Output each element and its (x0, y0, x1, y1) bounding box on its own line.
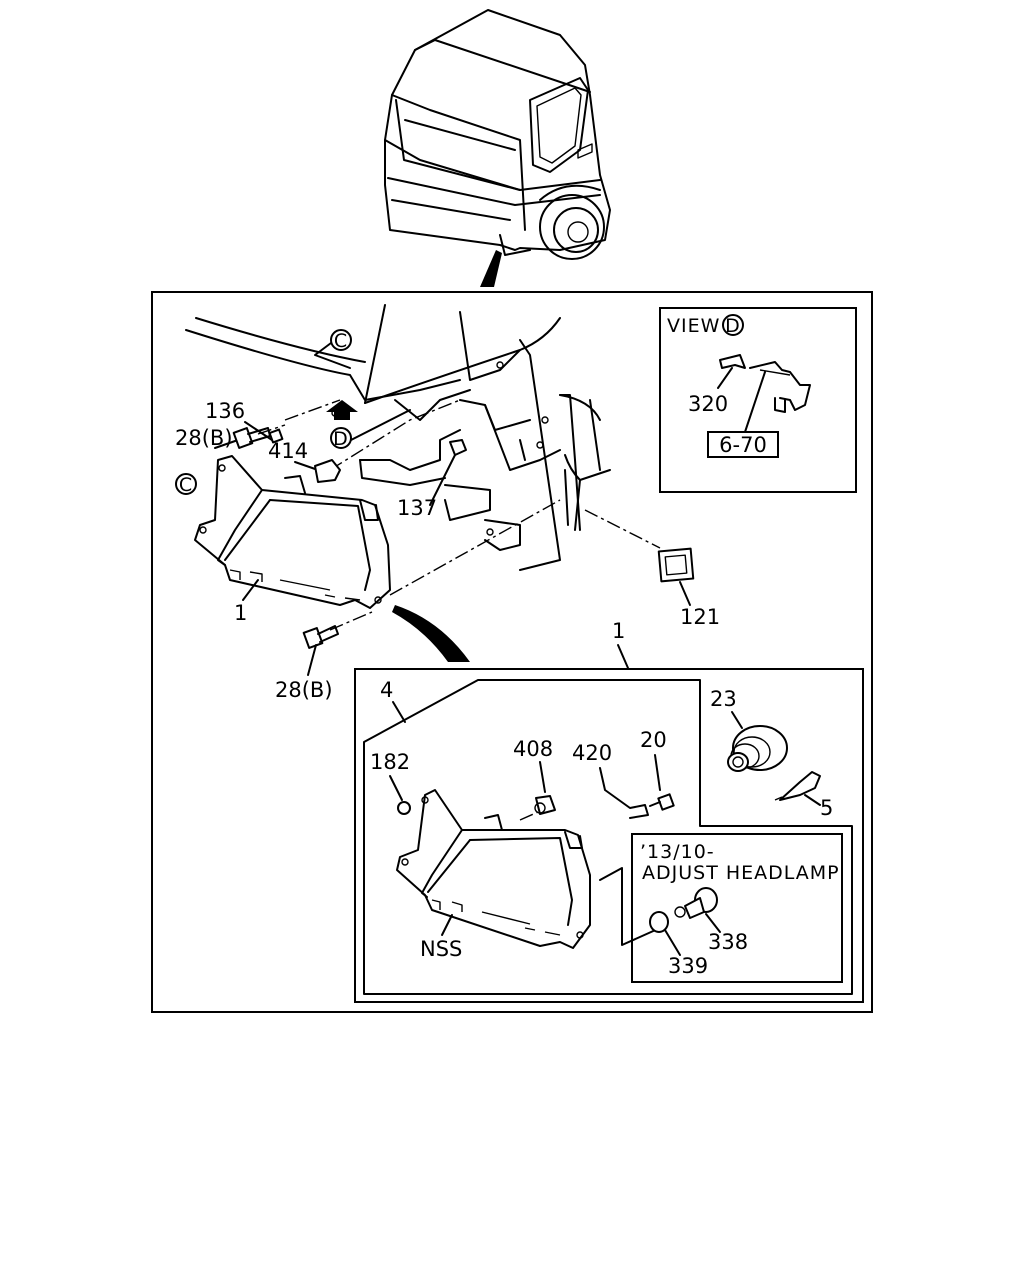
detail-box-inner (363, 679, 853, 995)
svg-text:C: C (334, 330, 348, 352)
reference-circle-d: D (330, 409, 411, 450)
leader-line (389, 499, 561, 596)
truck-cab-illustration (384, 9, 611, 260)
detail-pointer-arrow (392, 605, 470, 662)
label-338: 338 (708, 930, 748, 954)
label-1-main: 1 (234, 601, 247, 625)
part-182-ring (397, 801, 411, 815)
view-direction-arrow (326, 400, 358, 420)
label-1-detail: 1 (612, 619, 625, 643)
leader-line (329, 611, 373, 631)
part-20-screw (649, 793, 675, 811)
view-d-title: VIEW (667, 315, 720, 337)
headlamp-assembly-detail (396, 789, 591, 949)
label-408: 408 (513, 737, 553, 761)
note-text: ADJUST HEADLAMP (642, 862, 840, 884)
leader-line (329, 399, 461, 471)
label-182: 182 (370, 750, 410, 774)
part-338-adjuster (674, 887, 718, 919)
part-408-grommet (534, 795, 556, 815)
label-420: 420 (572, 741, 612, 765)
svg-text:D: D (333, 428, 349, 450)
label-5: 5 (820, 796, 833, 820)
leader-line (584, 509, 661, 549)
label-136: 136 (205, 399, 245, 423)
headlamp-assembly-main (194, 455, 391, 609)
view-d-inset (659, 307, 857, 493)
view-d-bracket (719, 354, 811, 413)
part-137-clip (449, 439, 467, 456)
pointer-arrow-down (480, 250, 502, 287)
adjust-headlamp-note-box (631, 833, 843, 983)
label-nss: NSS (420, 937, 462, 961)
reference-circle-c-top: C (314, 329, 352, 369)
label-6-70: 6-70 (719, 433, 767, 457)
label-339: 339 (668, 954, 708, 978)
main-frame (151, 291, 873, 1013)
label-4: 4 (380, 678, 393, 702)
part-121-seal (657, 547, 695, 583)
part-339-oring (649, 911, 669, 933)
part-420-bracket (599, 767, 649, 819)
part-23-socket (727, 725, 788, 772)
detail-box-outer (354, 668, 864, 1003)
label-414: 414 (268, 439, 308, 463)
label-23: 23 (710, 687, 737, 711)
label-320: 320 (688, 392, 728, 416)
part-28b-bolt-top (232, 427, 271, 449)
label-28b-bottom: 28(B) (275, 678, 333, 702)
part-414-clip (314, 459, 341, 483)
part-136-clip (268, 428, 284, 444)
label-28b-top: 28(B) (175, 426, 233, 450)
label-137: 137 (397, 496, 437, 520)
leader-line (284, 399, 341, 421)
view-d-circle: D (722, 314, 744, 337)
label-121: 121 (680, 605, 720, 629)
body-panel-bracket (185, 304, 611, 571)
ref-box-6-70 (707, 431, 779, 458)
svg-text:C: C (179, 474, 193, 496)
svg-text:D: D (725, 315, 741, 337)
label-20: 20 (640, 728, 667, 752)
reference-circle-c-left: C (175, 473, 197, 496)
note-date: ’13/10- (640, 841, 715, 863)
part-5-bulb (774, 771, 821, 801)
